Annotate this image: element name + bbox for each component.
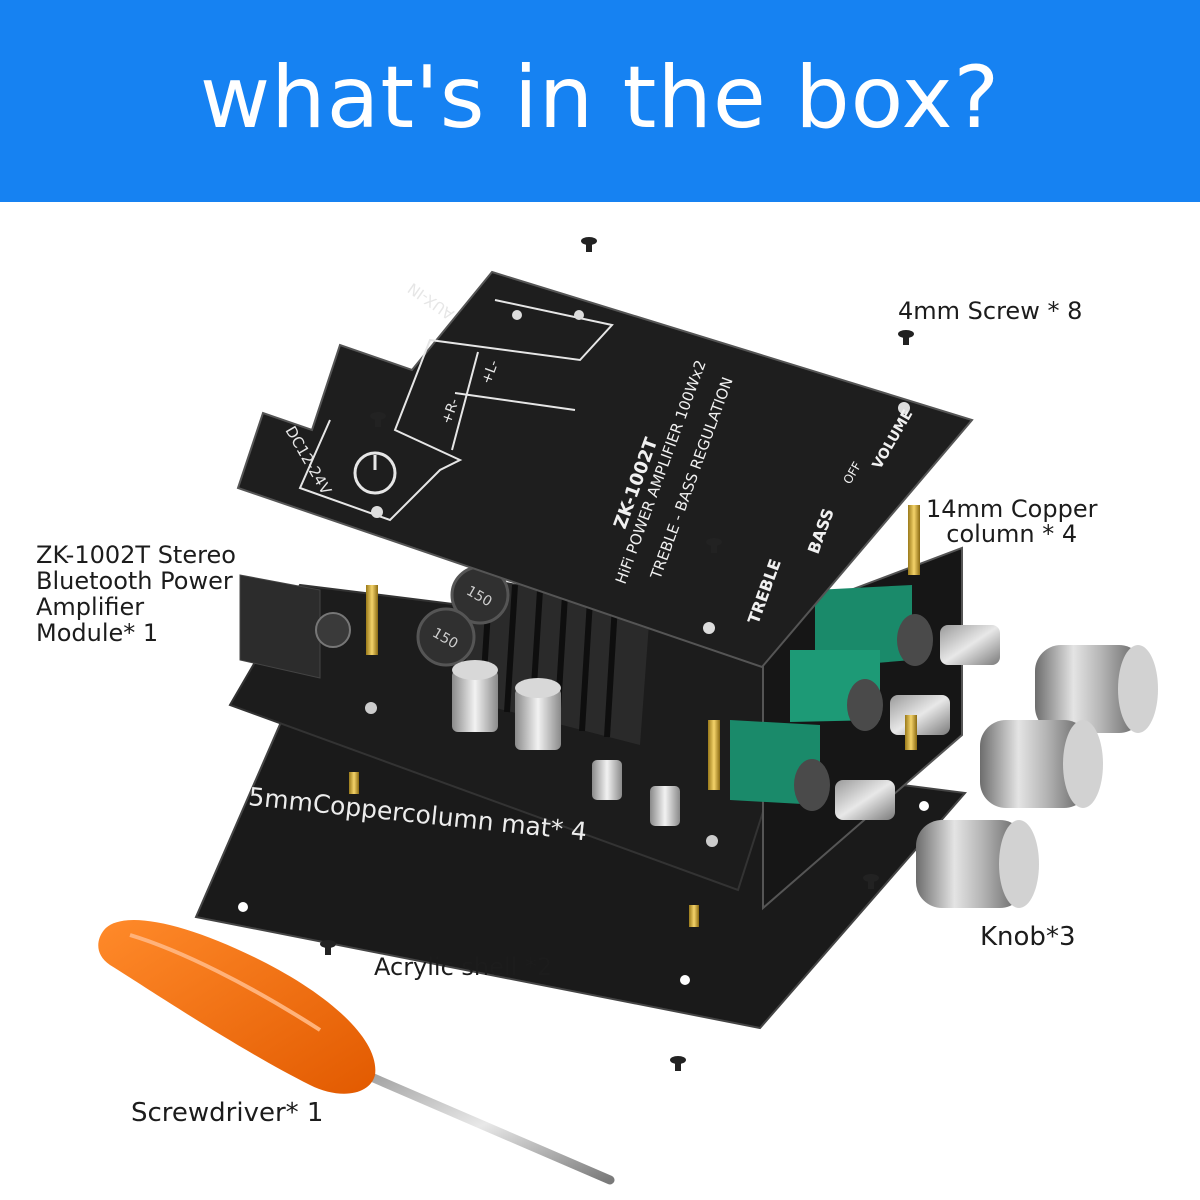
label-module-line3: Amplifier <box>36 593 145 621</box>
inductors: 150 150 <box>416 565 510 667</box>
label-module: ZK-1002T Stereo Bluetooth Power Amplifie… <box>36 542 266 646</box>
top-acrylic-shell: AUX-IN DC12-24V +L- +R- ZK-1002T HiFi PO… <box>236 270 974 669</box>
label-module-line4: Module* 1 <box>36 619 159 647</box>
label-acrylic-shell: Acrylic shell *2 <box>374 953 553 981</box>
label-screw: 4mm Screw * 8 <box>898 297 1083 325</box>
label-knob: Knob*3 <box>980 922 1076 952</box>
pot-shafts <box>794 614 1000 820</box>
knob-icon <box>916 645 1158 908</box>
svg-text:AUX-IN: AUX-IN <box>405 279 458 323</box>
label-copper-column: 14mm Copper column * 4 <box>926 497 1097 547</box>
copper-column-icon <box>349 505 920 927</box>
page-title: what's in the box? <box>199 48 1001 148</box>
amplifier-module-pcb: 150 150 <box>228 546 1000 911</box>
capacitors <box>452 660 680 826</box>
label-copper-column-line1: 14mm Copper <box>926 495 1098 523</box>
screwdriver-icon <box>98 920 615 1185</box>
label-screwdriver: Screwdriver* 1 <box>131 1098 324 1128</box>
power-icon <box>353 451 397 495</box>
svg-text:+L-: +L- <box>479 358 502 386</box>
header-banner: what's in the box? <box>0 0 1200 202</box>
label-module-line2: Bluetooth Power <box>36 567 233 595</box>
label-copper-column-line2: column * 4 <box>946 520 1078 548</box>
product-illustration: 150 150 <box>0 202 1200 1200</box>
screw-icon <box>320 237 914 1071</box>
exploded-view-drawing: 150 150 <box>98 237 1158 1185</box>
label-module-line1: ZK-1002T Stereo <box>36 541 236 569</box>
